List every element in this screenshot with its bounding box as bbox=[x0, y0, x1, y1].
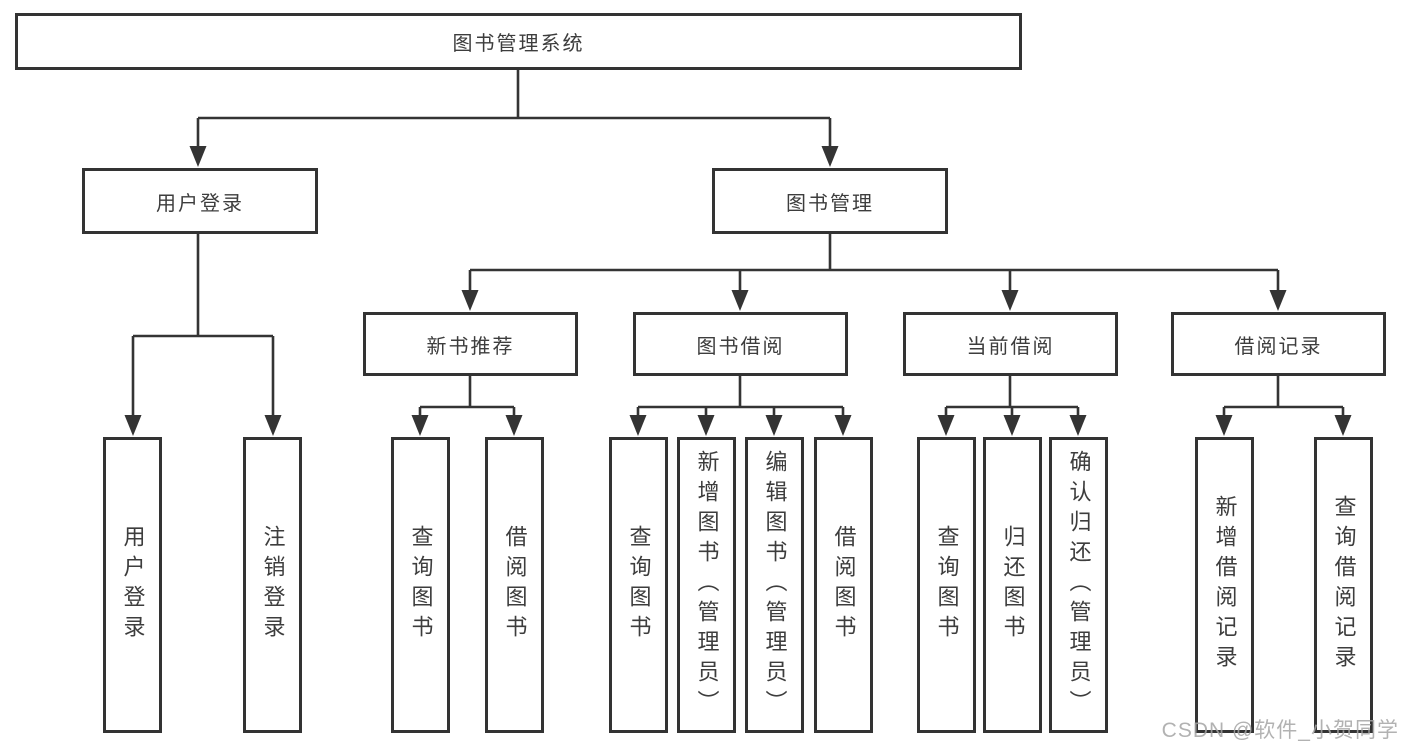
leaf-edit-books-admin: 编辑图书（管理员） bbox=[745, 437, 804, 733]
leaf-logout: 注销登录 bbox=[243, 437, 302, 733]
node-root-system: 图书管理系统 bbox=[15, 13, 1022, 70]
leaf-add-borrow-record: 新增借阅记录 bbox=[1195, 437, 1254, 733]
leaf-return-books: 归还图书 bbox=[983, 437, 1042, 733]
leaf-label: 新增借阅记录 bbox=[1212, 495, 1238, 675]
leaf-query-books-borrowing: 查询图书 bbox=[609, 437, 668, 733]
node-new-book-recommend: 新书推荐 bbox=[363, 312, 578, 376]
leaf-label: 确认归还（管理员） bbox=[1066, 450, 1092, 720]
leaf-query-books-recommend: 查询图书 bbox=[391, 437, 450, 733]
leaf-label: 查询图书 bbox=[934, 525, 960, 645]
arrowhead-icons bbox=[124, 146, 1352, 436]
leaf-label: 查询图书 bbox=[626, 525, 652, 645]
leaf-borrow-books: 借阅图书 bbox=[814, 437, 873, 733]
leaf-label: 用户登录 bbox=[120, 525, 146, 645]
leaf-label: 借阅图书 bbox=[502, 525, 528, 645]
leaf-borrow-books-recommend: 借阅图书 bbox=[485, 437, 544, 733]
leaf-query-books-current: 查询图书 bbox=[917, 437, 976, 733]
node-user-login: 用户登录 bbox=[82, 168, 318, 234]
node-book-management: 图书管理 bbox=[712, 168, 948, 234]
leaf-label: 借阅图书 bbox=[831, 525, 857, 645]
leaf-add-books-admin: 新增图书（管理员） bbox=[677, 437, 736, 733]
leaf-label: 新增图书（管理员） bbox=[694, 450, 720, 720]
leaf-label: 注销登录 bbox=[260, 525, 286, 645]
leaf-label: 归还图书 bbox=[1000, 525, 1026, 645]
leaf-confirm-return-admin: 确认归还（管理员） bbox=[1049, 437, 1108, 733]
leaf-label: 编辑图书（管理员） bbox=[762, 450, 788, 720]
leaf-user-login: 用户登录 bbox=[103, 437, 162, 733]
leaf-query-borrow-record: 查询借阅记录 bbox=[1314, 437, 1373, 733]
node-current-borrowing: 当前借阅 bbox=[903, 312, 1118, 376]
leaf-label: 查询借阅记录 bbox=[1331, 495, 1357, 675]
leaf-label: 查询图书 bbox=[408, 525, 434, 645]
node-book-borrowing: 图书借阅 bbox=[633, 312, 848, 376]
node-borrowing-records: 借阅记录 bbox=[1171, 312, 1386, 376]
